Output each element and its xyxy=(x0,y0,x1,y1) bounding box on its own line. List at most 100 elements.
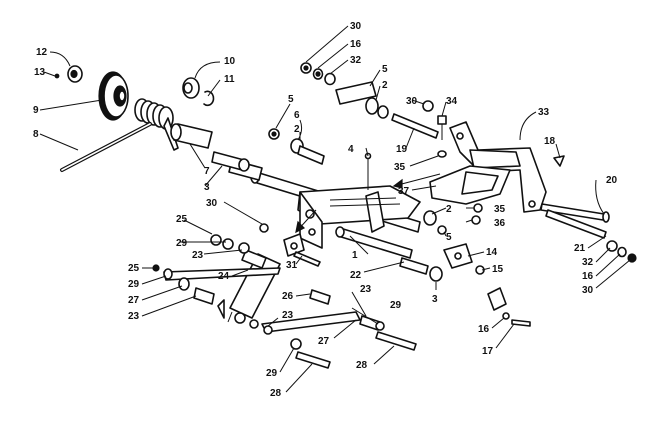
bolt-5-upper xyxy=(268,128,280,140)
callout-7: 7 xyxy=(204,166,210,177)
callout-37: 37 xyxy=(398,186,410,197)
callout-28-right: 28 xyxy=(356,360,368,371)
callout-labels: 12 13 9 8 10 11 7 3 5 6 2 4 30 16 32 5 2… xyxy=(33,21,618,399)
callout-30-right: 30 xyxy=(582,285,594,296)
washer-16-top xyxy=(312,68,324,80)
idler-wheel xyxy=(98,71,129,121)
center-bracket-frame xyxy=(297,185,421,249)
bolt-20 xyxy=(540,203,610,223)
callout-23-lower: 23 xyxy=(282,310,294,321)
callout-16-lower: 16 xyxy=(478,324,490,335)
assembly-arrow-upper xyxy=(392,173,441,189)
callout-29-lower-mid: 29 xyxy=(266,368,278,379)
bushing-2-mid xyxy=(423,210,437,226)
callout-35-lower: 35 xyxy=(494,204,506,215)
callout-30-mid: 30 xyxy=(406,96,418,107)
callout-23-upper: 23 xyxy=(192,250,204,261)
parts-layer xyxy=(54,62,637,369)
sleeve-3-right xyxy=(429,266,443,282)
nut-30-shock xyxy=(259,223,269,233)
shaft-22 xyxy=(399,257,429,275)
callout-32-right: 32 xyxy=(582,257,594,268)
callout-14: 14 xyxy=(486,247,498,258)
callout-27-lower: 27 xyxy=(318,336,330,347)
center-rail-shaft-1 xyxy=(335,226,413,259)
nut-30-mid xyxy=(422,100,434,112)
bracket-33 xyxy=(449,121,547,213)
callout-2-upper: 2 xyxy=(294,124,300,135)
callout-27-upper: 27 xyxy=(128,295,140,306)
washer-35-upper xyxy=(437,150,447,158)
callout-31: 31 xyxy=(286,260,298,271)
callout-18: 18 xyxy=(544,136,556,147)
callout-16-top: 16 xyxy=(350,39,362,50)
callout-4: 4 xyxy=(348,144,354,155)
callout-28-lower: 28 xyxy=(270,388,282,399)
callout-23-right: 23 xyxy=(360,284,372,295)
callout-12: 12 xyxy=(36,47,48,58)
callout-9: 9 xyxy=(33,105,39,116)
callout-20: 20 xyxy=(606,175,618,186)
grease-fitting xyxy=(364,152,372,190)
callout-21: 21 xyxy=(574,243,586,254)
callout-30-shock: 30 xyxy=(206,198,218,209)
bushing-2-top xyxy=(365,97,389,119)
callout-5-top: 5 xyxy=(382,64,388,75)
callout-17: 17 xyxy=(482,346,494,357)
callout-34: 34 xyxy=(446,96,458,107)
callout-30-top: 30 xyxy=(350,21,362,32)
bolt-34 xyxy=(437,115,447,140)
bushing-29-upper xyxy=(210,234,250,254)
nut-35-36 xyxy=(471,203,483,225)
nut-23-lower xyxy=(249,319,273,335)
washer-32-top xyxy=(324,72,336,86)
callout-15: 15 xyxy=(492,264,504,275)
callout-16-right: 16 xyxy=(582,271,594,282)
sleeve-3-left xyxy=(211,151,250,172)
spring-arm-rod xyxy=(60,122,152,172)
callout-29-upper: 29 xyxy=(176,238,188,249)
callout-5-mid: 5 xyxy=(446,232,452,243)
callout-6: 6 xyxy=(294,110,300,121)
spring-torsion xyxy=(134,98,179,151)
callout-23-lower-left: 23 xyxy=(128,311,140,322)
link-pivot-top xyxy=(283,233,305,257)
plate-16-17 xyxy=(487,287,531,327)
callout-3-left: 3 xyxy=(204,182,210,193)
bushing-12 xyxy=(67,65,83,83)
spacer-tube-7 xyxy=(170,123,213,149)
assembly-arrow-lower xyxy=(295,209,317,234)
callout-25-upper: 25 xyxy=(176,214,188,225)
bolt-19 xyxy=(391,113,439,139)
pin-13 xyxy=(54,73,60,79)
callout-24: 24 xyxy=(218,271,230,282)
callout-2-top: 2 xyxy=(382,80,388,91)
snap-ring-11 xyxy=(203,90,215,107)
link-plate-14 xyxy=(443,243,473,269)
callout-36: 36 xyxy=(494,218,506,229)
plate-37 xyxy=(429,165,511,205)
callout-3-right: 3 xyxy=(432,294,438,305)
callout-2-mid: 2 xyxy=(446,204,452,215)
bushing-26 xyxy=(309,289,331,305)
callout-32-top: 32 xyxy=(350,55,362,66)
bushing-25-left xyxy=(152,264,190,291)
callout-33: 33 xyxy=(538,107,550,118)
nut-30-top xyxy=(300,62,312,74)
bolt-21 xyxy=(545,209,607,239)
callout-1: 1 xyxy=(352,250,358,261)
callout-5-upper: 5 xyxy=(288,94,294,105)
callout-22: 22 xyxy=(350,270,362,281)
callout-11: 11 xyxy=(224,74,235,85)
shock-absorber-24 xyxy=(217,249,281,324)
leader-lines xyxy=(39,25,631,393)
callout-25-lower: 25 xyxy=(128,263,140,274)
washer-29-lower xyxy=(290,338,302,350)
callout-29-right: 29 xyxy=(390,300,402,311)
callout-8: 8 xyxy=(33,129,39,140)
bolt-28-right xyxy=(375,331,417,351)
plate-5-top xyxy=(335,81,377,105)
callout-13: 13 xyxy=(34,67,46,78)
callout-26: 26 xyxy=(282,291,294,302)
